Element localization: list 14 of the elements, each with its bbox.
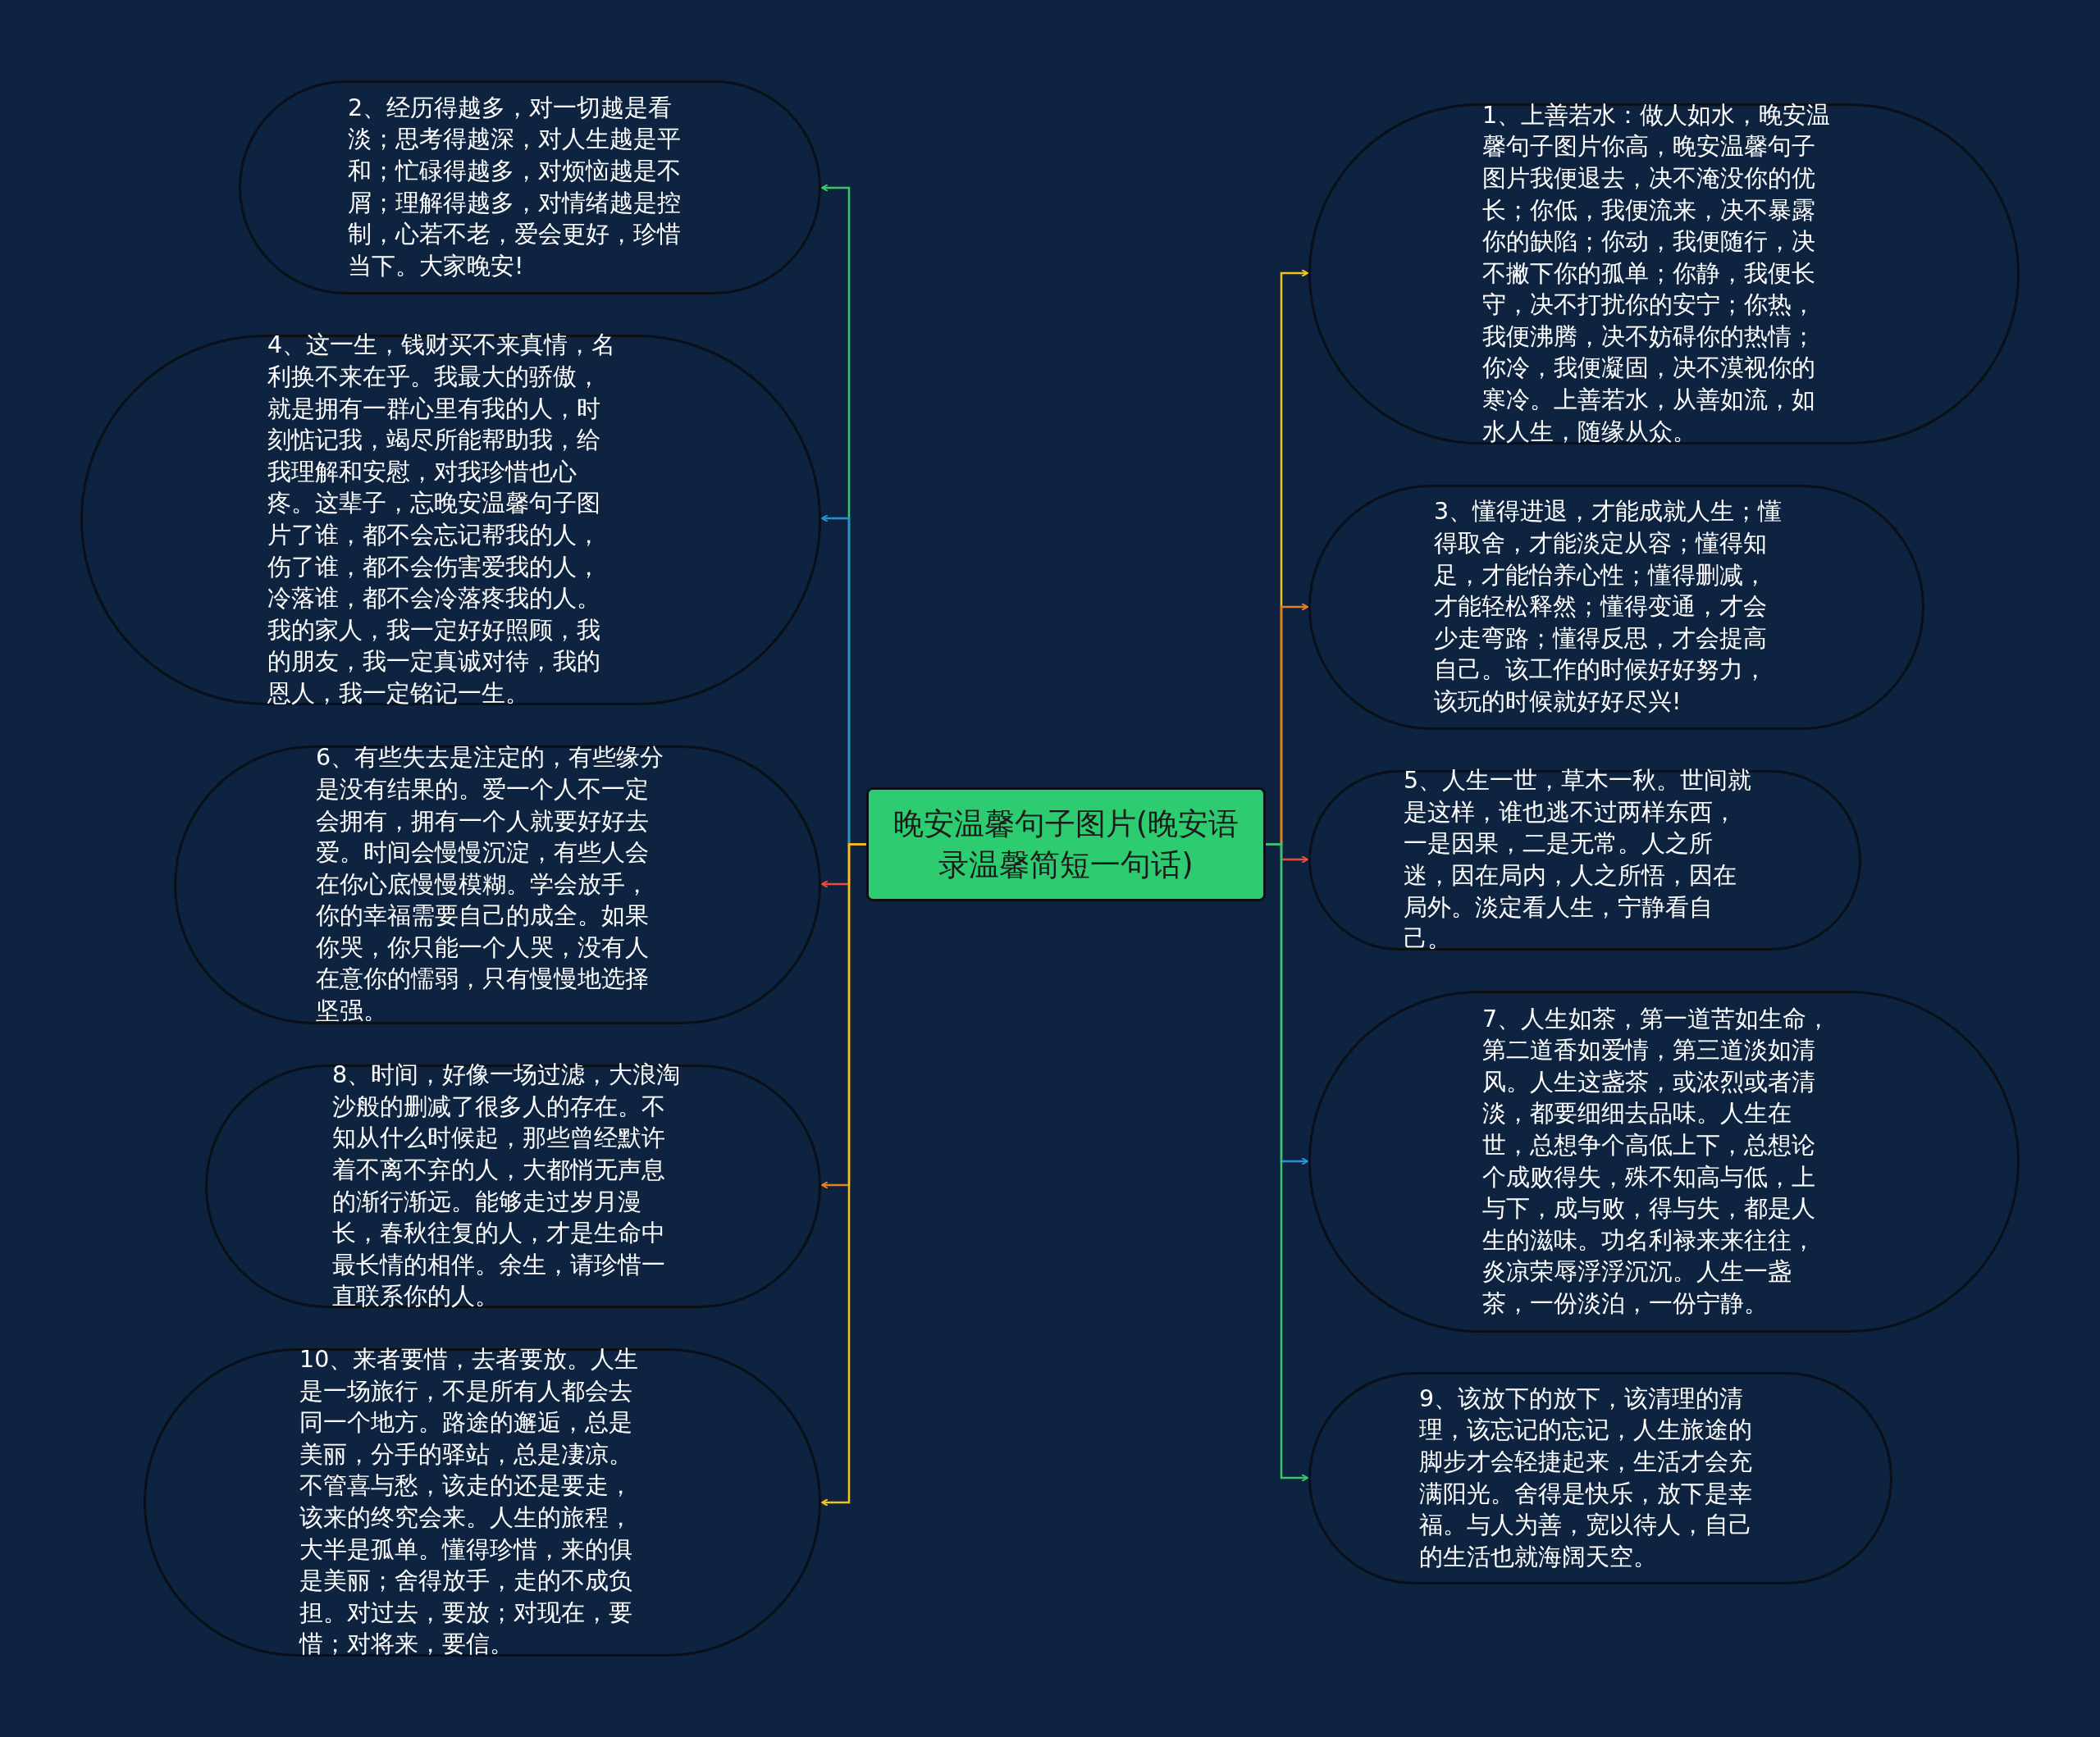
topic-text: 9、该放下的放下，该清理的清理，该忘记的忘记，人生旅途的脚步才会轻捷起来，生活才会充满阳光。舍得是快乐，放下是幸福。与人为善，宽以待人，自己的生活也就海阔天空。 bbox=[1419, 1384, 1753, 1572]
topic-text: 5、人生一世，草木一秋。世间就是这样，谁也逃不过两样东西，一是因果，二是无常。人之所迷，因在局内，人之所悟，因在局外。淡定看人生，宁静看自己。 bbox=[1404, 766, 1753, 955]
connector-arrow bbox=[1266, 843, 1308, 1482]
connector-arrow bbox=[821, 843, 866, 1507]
topic-text: 2、经历得越多，对一切越是看淡；思考得越深，对人生越是平和；忙碌得越多，对烦恼越是不屑；理解得越多，对情绪越是控制，心若不老，爱会更好，珍惜当下。大家晚安! bbox=[348, 93, 682, 281]
topic-text: 晚安温馨句子图片(晚安语录温馨简短一句话) bbox=[892, 805, 1240, 884]
topic-text: 4、这一生，钱财买不来真情，名利换不来在乎。我最大的骄傲，就是拥有一群心里有我的人，时刻惦记我，竭尽所能帮助我，给我理解和安慰，对我珍惜也心疼。这辈子，忘晚安温馨句子图片了谁，都不会忘记帮我的人，伤了谁，都不会伤害爱我的人，冷落谁，都不会冷落疼我的人。我的家人，我一定好好照顾，我的朋友，我一定真诚对待，我的恩人，我一定铭记一生。 bbox=[267, 331, 617, 709]
central-topic-box bbox=[866, 787, 1266, 901]
topic-text: 10、来者要惜，去者要放。人生是一场旅行，不是所有人都会去同一个地方。路途的邂逅，总是美丽，分手的驿站，总是凄凉。不管喜与愁，该走的还是要走，该来的终究会来。人生的旅程，大半是孤单。懂得珍惜，来的俱是美丽；舍得放手，走的不成负担。对过去，要放；对现在，要惜；对将来，要信。 bbox=[299, 1345, 640, 1660]
topic-text: 6、有些失去是注定的，有些缘分是没有结果的。爱一个人不一定会拥有，拥有一个人就要好好去爱。时间会慢慢沉淀，有些人会在你心底慢慢模糊。学会放手，你的幸福需要自己的成全。如果你哭，你只能一个人哭，没有人在意你的懦弱，只有慢慢地选择坚强。 bbox=[316, 743, 665, 1027]
topic-text: 8、时间，好像一场过滤，大浪淘沙般的删减了很多人的存在。不知从什么时候起，那些曾经默许着不离不弃的人，大都悄无声息的渐行渐远。能够走过岁月漫长，春秋往复的人，才是生命中最长情的相伴。余生，请珍惜一直联系你的人。 bbox=[332, 1060, 682, 1312]
topic-text: 7、人生如茶，第一道苦如生命，第二道香如爱情，第三道淡如清风。人生这盏茶，或浓烈或者清淡，都要细细去品味。人生在世，总想争个高低上下，总想论个成败得失，殊不知高与低，上与下，成与败，得与失，都是人生的滋味。功名利禄来来往往，炎凉荣辱浮浮沉沉。人生一盏茶，一份淡泊，一份宁静。 bbox=[1482, 1004, 1832, 1319]
topic-text: 3、懂得进退，才能成就人生；懂得取舍，才能淡定从容；懂得知足，才能怡养心性；懂得删减，才能轻松释然；懂得变通，才会少走弯路；懂得反思，才会提高自己。该工作的时候好好努力，该玩的时候就好好尽兴! bbox=[1434, 497, 1783, 717]
topic-text: 1、上善若水：做人如水，晚安温馨句子图片你高，晚安温馨句子图片我便退去，决不淹没你的优长；你低，我便流来，决不暴露你的缺陷；你动，我便随行，决不撇下你的孤单；你静，我便长守，决不打扰你的安宁；你热，我便沸腾，决不妨碍你的热情；你冷，我便凝固，决不漠视你的寒冷。上善若水，从善如流，如水人生，随缘从众。 bbox=[1482, 100, 1832, 447]
